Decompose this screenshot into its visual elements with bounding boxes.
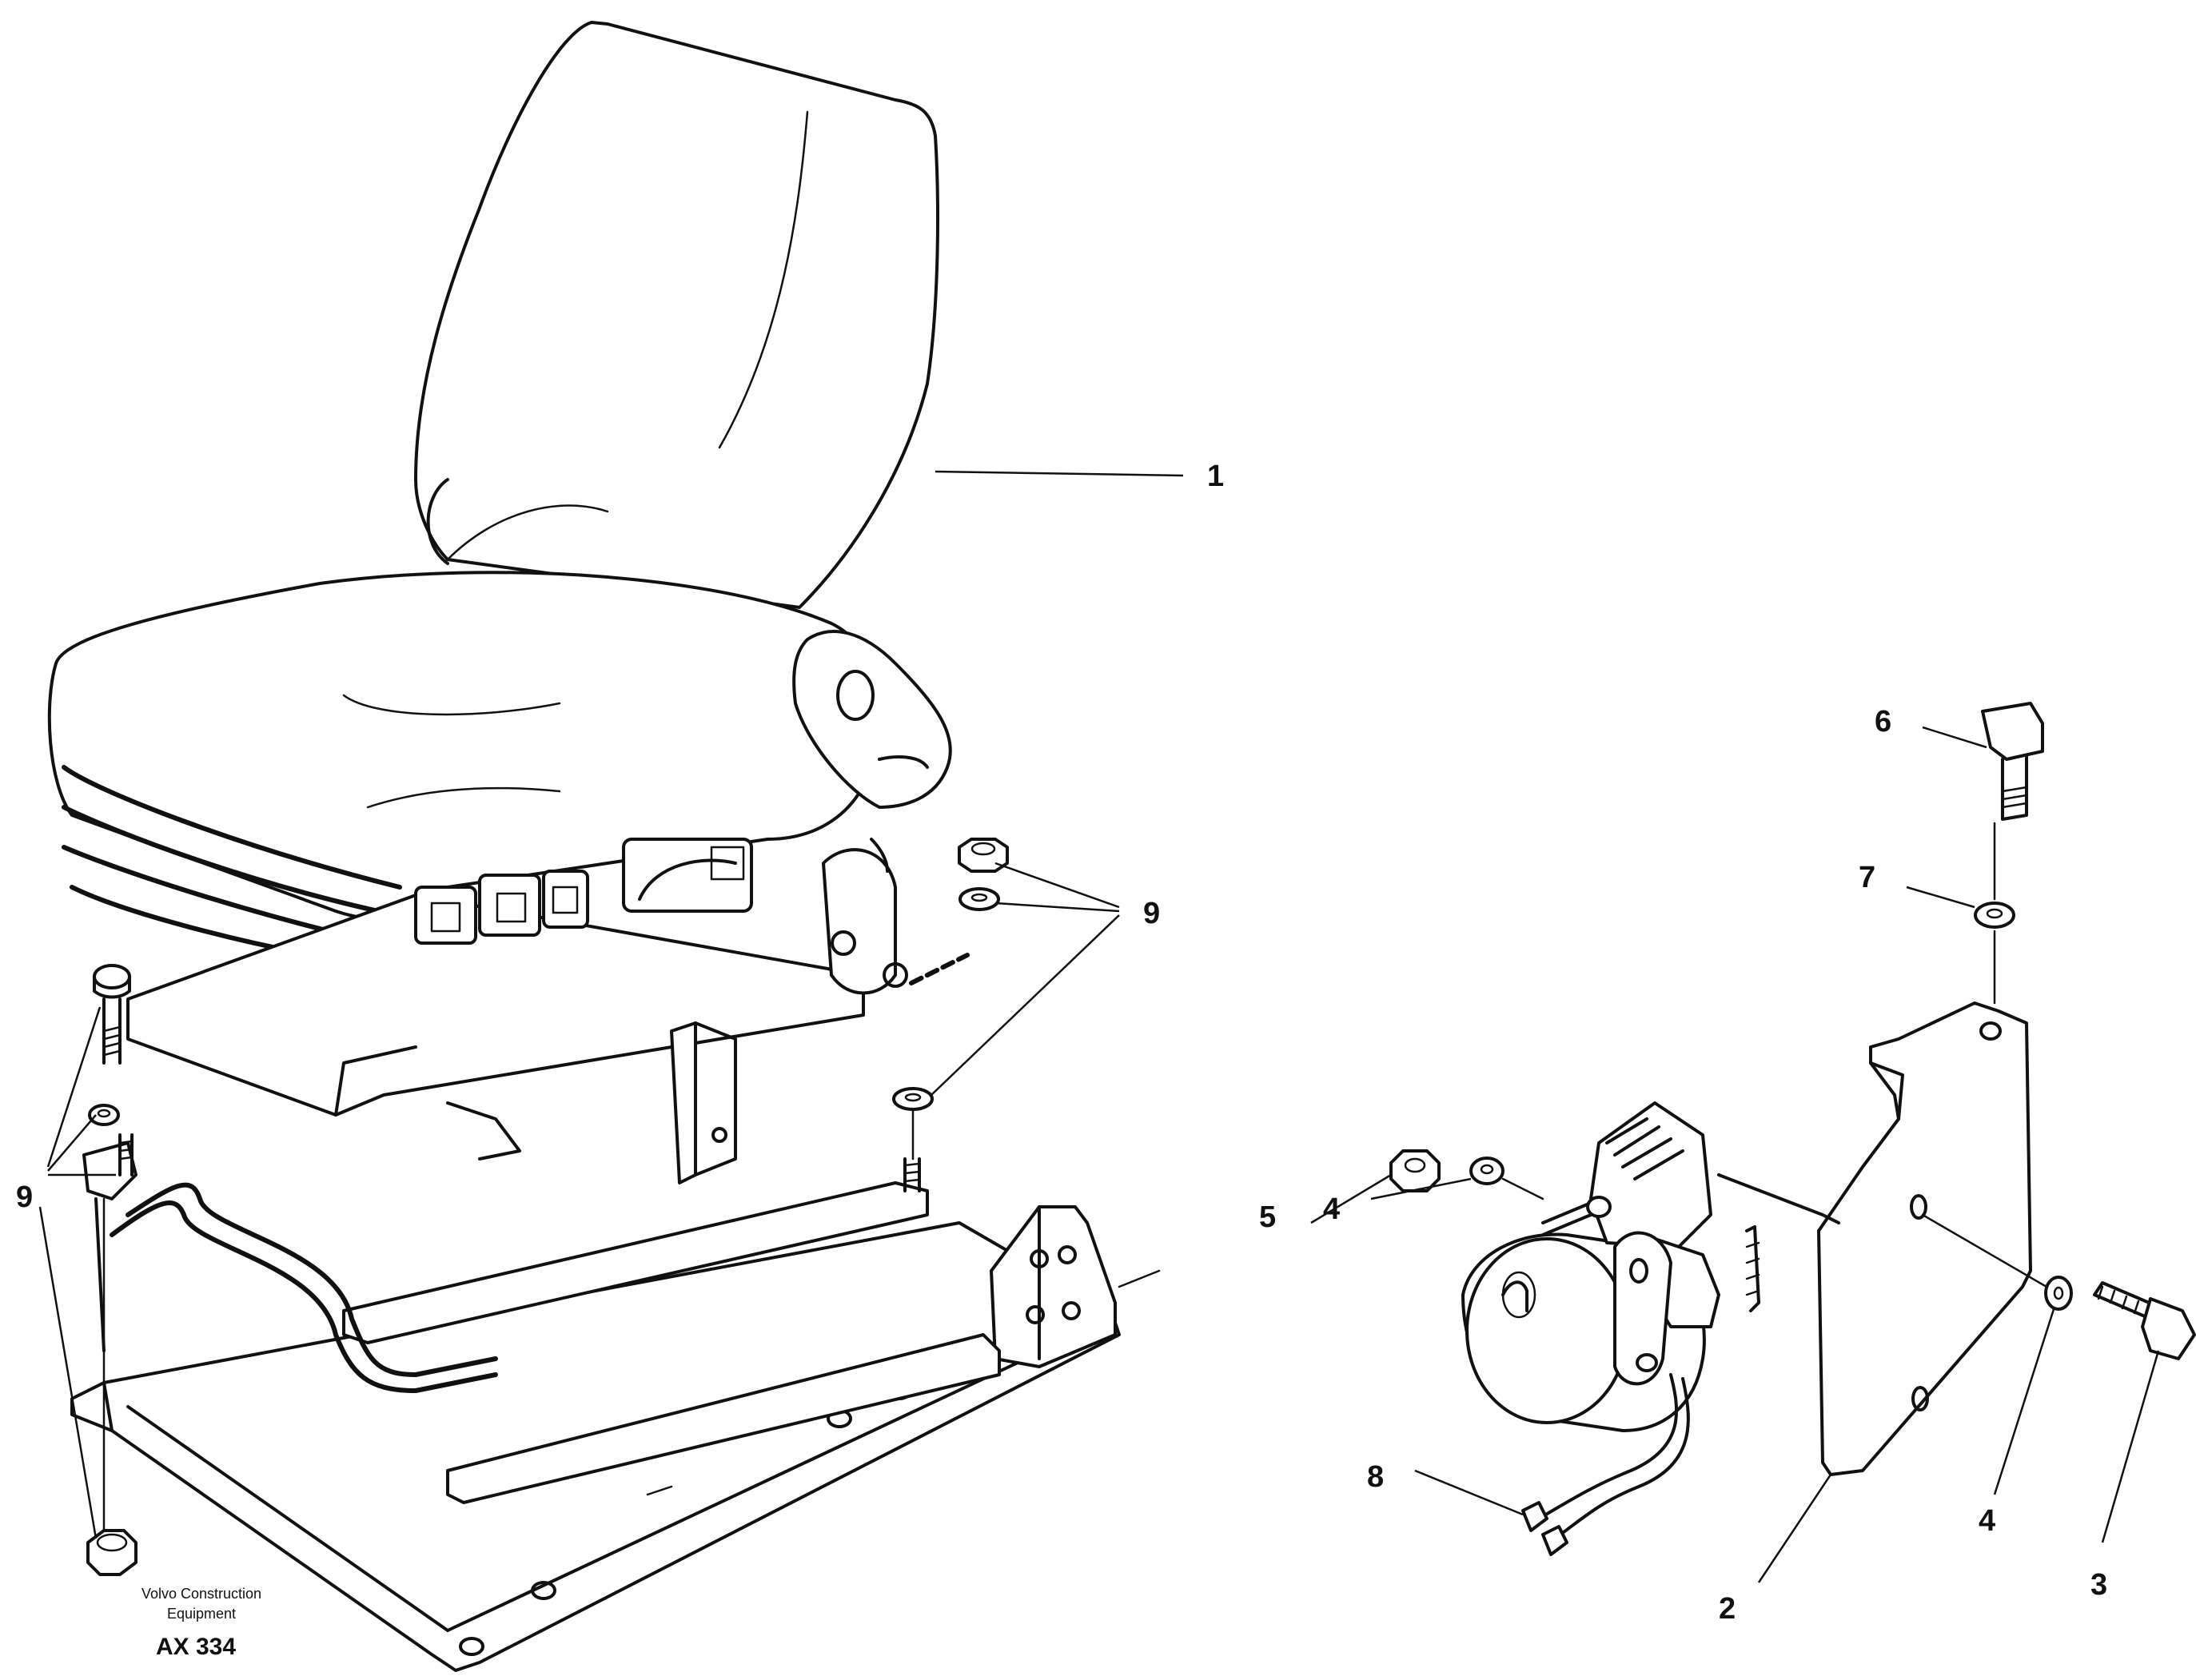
- slide-rail-lower: [446, 1333, 1001, 1504]
- left-bolt: [93, 964, 131, 1065]
- seat-backrest: [414, 21, 939, 609]
- compressor-group: [1389, 702, 2196, 1556]
- switch-2: [478, 874, 541, 937]
- leader-lines: [38, 470, 2160, 1583]
- mounting-plate: [1817, 1001, 2032, 1476]
- callouts: 1 9 9 6 7 5 4 8 2 4 3: [16, 460, 2107, 1626]
- adjust-lever: [622, 838, 753, 913]
- washer-7: [1974, 902, 2015, 929]
- switch-3: [542, 870, 589, 929]
- callout-9-left: 9: [16, 1180, 33, 1214]
- callout-8: 8: [1367, 1460, 1384, 1494]
- callout-4-left: 4: [1323, 1192, 1340, 1226]
- right-washer-upper: [959, 887, 1000, 911]
- seat-assembly: [47, 21, 970, 1184]
- callout-5: 5: [1259, 1200, 1276, 1234]
- left-washer: [88, 1104, 120, 1126]
- slide-rail-upper: [342, 1181, 929, 1344]
- armrest: [792, 630, 952, 809]
- callout-9-right: 9: [1143, 897, 1160, 930]
- adjust-tube: [126, 1182, 498, 1377]
- callout-6: 6: [1875, 705, 1891, 738]
- callout-2: 2: [1719, 1592, 1736, 1626]
- control-panel: [414, 838, 753, 945]
- footer: Volvo Construction Equipment AX 334: [141, 1586, 261, 1660]
- seat-side-bracket: [822, 838, 970, 995]
- switch-1: [414, 886, 477, 945]
- rear-bracket: [990, 1205, 1117, 1368]
- callout-7: 7: [1859, 861, 1875, 894]
- nut-5: [1389, 1149, 1441, 1192]
- bolt-3: [2093, 1281, 2196, 1360]
- drawing-code: AX 334: [156, 1634, 236, 1660]
- callout-1: 1: [1207, 460, 1224, 493]
- base-frame: [70, 1141, 1161, 1672]
- compressor: [1461, 1101, 1840, 1556]
- washer-4-right: [2044, 1276, 2073, 1311]
- bolt-6: [1981, 702, 2044, 821]
- bottom-nut: [86, 1529, 137, 1576]
- brand-line-2: Equipment: [167, 1606, 236, 1622]
- callout-4-right: 4: [1979, 1504, 1995, 1538]
- callout-3: 3: [2090, 1568, 2107, 1602]
- brand-line-1: Volvo Construction: [141, 1586, 261, 1602]
- seat-cushion: [47, 571, 881, 921]
- right-washer-lower: [892, 1087, 934, 1111]
- right-nut: [958, 838, 1009, 873]
- washer-4-left: [1469, 1156, 1505, 1185]
